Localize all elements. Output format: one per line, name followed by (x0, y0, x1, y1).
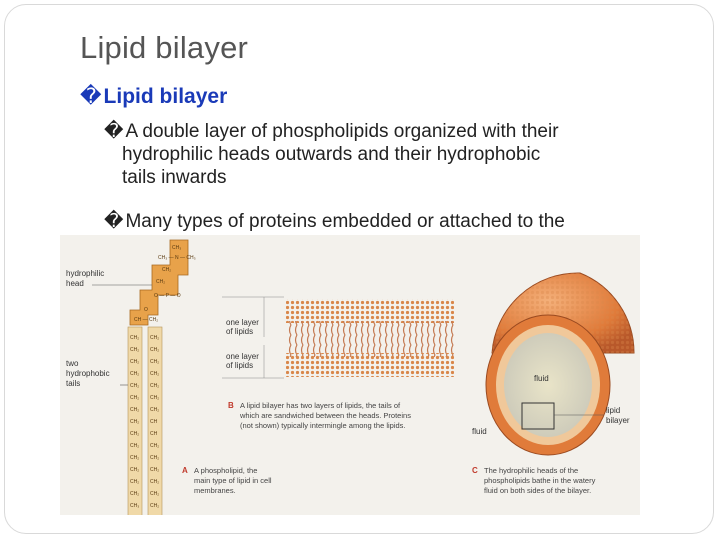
svg-text:CH₂: CH₂ (130, 443, 139, 449)
svg-text:O — P — O: O — P — O (154, 293, 181, 299)
label-one-layer: one layer (226, 318, 259, 327)
svg-text:CH₂: CH₂ (130, 371, 139, 377)
caption-a-letter: A (182, 466, 188, 475)
svg-text:CH₂: CH₂ (130, 347, 139, 353)
label-of-lipids: of lipids (226, 361, 253, 370)
caption-b-letter: B (228, 401, 234, 410)
phospholipid-molecule: CH₃ CH₃ — N — CH₃ CH₂ CH₂ O — P — O O CH… (127, 239, 196, 515)
svg-text:CH₂: CH₂ (130, 395, 139, 401)
sub-bullet-line: Many types of proteins embedded or attac… (125, 211, 565, 232)
svg-text:CH₂: CH₂ (150, 503, 159, 509)
label-tails: tails (66, 379, 80, 388)
lipid-bilayer-figure: CH₃ CH₃ — N — CH₃ CH₂ CH₂ O — P — O O CH… (60, 235, 640, 515)
svg-text:CH₂: CH₂ (130, 431, 139, 437)
caption-c-line: phospholipids bathe in the watery (484, 476, 596, 485)
label-fluid-outer: fluid (472, 427, 487, 436)
svg-text:CH₂: CH₂ (130, 491, 139, 497)
svg-text:CH₂: CH₂ (130, 383, 139, 389)
label-bilayer: bilayer (606, 416, 630, 425)
svg-text:CH₂: CH₂ (150, 443, 159, 449)
svg-text:CH₂: CH₂ (130, 467, 139, 473)
svg-text:CH: CH (150, 419, 158, 425)
svg-text:CH — CH₂: CH — CH₂ (134, 317, 158, 323)
svg-text:CH₂: CH₂ (130, 359, 139, 365)
label-of-lipids: of lipids (226, 327, 253, 336)
caption-c-line: The hydrophilic heads of the (484, 466, 578, 475)
svg-text:CH₃ — N — CH₃: CH₃ — N — CH₃ (158, 255, 196, 261)
svg-text:CH₂: CH₂ (130, 419, 139, 425)
sub-bullet-line: hydrophilic heads outwards and their hyd… (122, 144, 541, 165)
bullet-glyph: � (80, 85, 102, 108)
sub-bullet-line: tails inwards (122, 167, 227, 188)
svg-text:CH₂: CH₂ (130, 407, 139, 413)
svg-text:CH₂: CH₂ (150, 491, 159, 497)
caption-a-line: membranes. (194, 486, 236, 495)
svg-text:CH₃: CH₃ (130, 503, 139, 509)
slide-title: Lipid bilayer (80, 30, 249, 65)
label-fluid-inner: fluid (534, 374, 549, 383)
svg-text:CH₂: CH₂ (150, 479, 159, 485)
tail-chain-labels: CH₂ CH₂ CH₂ CH₂ CH₂ CH₂ CH₂ CH₂ CH₂ CH₂ CH₂ CH… (130, 335, 159, 509)
caption-a-line: A phospholipid, the (194, 466, 257, 475)
label-hydrophilic: hydrophilic (66, 269, 104, 278)
svg-text:CH₂: CH₂ (130, 455, 139, 461)
svg-text:CH: CH (150, 431, 158, 437)
svg-text:CH₂: CH₂ (150, 359, 159, 365)
svg-text:CH₃: CH₃ (172, 245, 181, 251)
bullet-glyph: � (104, 121, 124, 142)
caption-a-line: main type of lipid in cell (194, 476, 272, 485)
svg-text:CH₂: CH₂ (150, 347, 159, 353)
sub-bullet-double-layer: �A double layer of phospholipids organiz… (104, 120, 704, 189)
sub-bullet-line: A double layer of phospholipids organize… (125, 121, 559, 142)
svg-text:CH₂: CH₂ (150, 407, 159, 413)
bullet-text: Lipid bilayer (103, 85, 228, 108)
svg-text:CH₂: CH₂ (150, 371, 159, 377)
vesicle-sphere (485, 272, 635, 456)
caption-b-line: which are sandwiched between the heads. … (239, 411, 411, 420)
svg-text:CH₂: CH₂ (162, 267, 171, 273)
caption-b-line: A lipid bilayer has two layers of lipids… (240, 401, 401, 410)
label-hydrophobic: hydrophobic (66, 369, 110, 378)
caption-c-line: fluid on both sides of the bilayer. (484, 486, 591, 495)
svg-text:CH₂: CH₂ (150, 395, 159, 401)
bullet-lipid-bilayer: �Lipid bilayer (80, 84, 227, 109)
svg-text:O: O (144, 307, 148, 313)
svg-text:CH₂: CH₂ (130, 479, 139, 485)
svg-text:CH₂: CH₂ (150, 335, 159, 341)
bullet-glyph: � (104, 211, 124, 232)
label-head: head (66, 279, 84, 288)
sub-bullet-proteins: �Many types of proteins embedded or atta… (104, 210, 704, 233)
bilayer-cross-section (286, 299, 454, 377)
svg-text:CH₂: CH₂ (150, 467, 159, 473)
caption-b-line: (not shown) typically intermingle among … (240, 421, 406, 430)
svg-text:CH₂: CH₂ (156, 279, 165, 285)
svg-text:CH₂: CH₂ (150, 383, 159, 389)
label-two: two (66, 359, 79, 368)
label-one-layer: one layer (226, 352, 259, 361)
svg-text:CH₂: CH₂ (150, 455, 159, 461)
caption-c-letter: C (472, 466, 478, 475)
label-lipid: lipid (606, 406, 620, 415)
svg-text:CH₂: CH₂ (130, 335, 139, 341)
figure-svg: CH₃ CH₃ — N — CH₃ CH₂ CH₂ O — P — O O CH… (66, 239, 635, 515)
